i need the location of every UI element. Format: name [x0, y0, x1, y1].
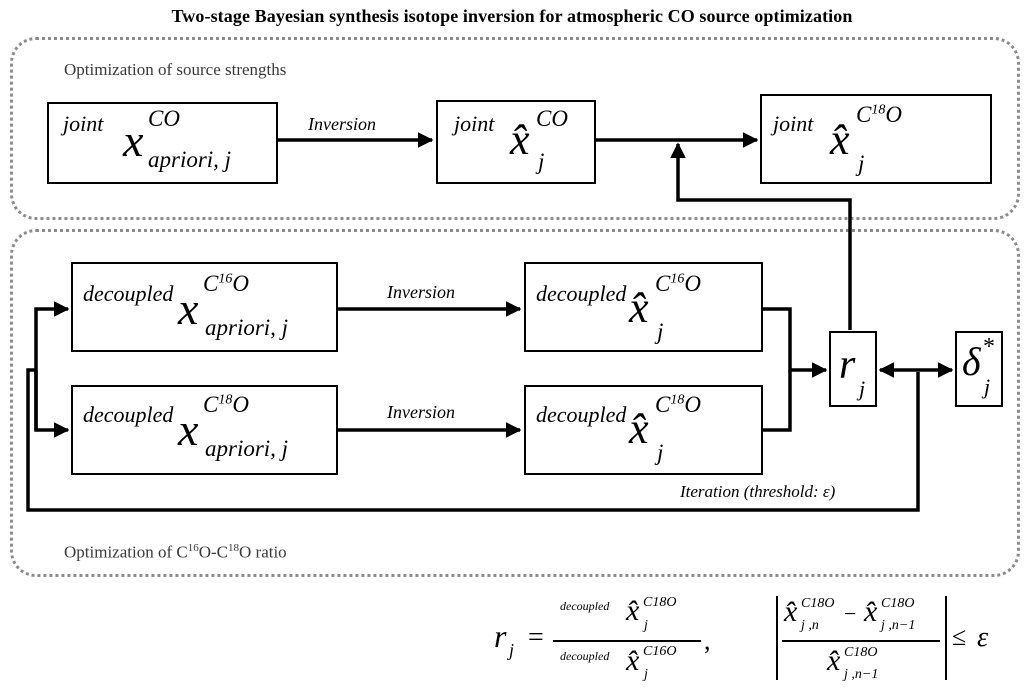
joint-post-c18o-sup: C18O: [856, 102, 902, 127]
conv-minus: −: [844, 601, 857, 626]
source-strength-panel-label: Optimization of source strengths: [64, 60, 287, 79]
formula-ratio-lhs-sub: j: [509, 640, 515, 660]
conv-epsilon: ε: [977, 622, 989, 653]
dec-prior-18-var: x: [178, 404, 199, 455]
dec-prior-18-sup: C18O: [203, 392, 249, 417]
formula-comma: ,: [704, 626, 711, 655]
inversion-label-top: Inversion: [308, 114, 376, 134]
dec-post-18-sup: C18O: [655, 392, 701, 417]
conv-fraction-bar: [782, 640, 940, 642]
decoupled-posterior-c18o-box: [524, 385, 763, 475]
joint-post-c18o-var: x̂: [830, 115, 850, 164]
joint-post-co-sub: j: [538, 149, 545, 174]
conv-var-n1: x̂: [864, 595, 878, 628]
iteration-label: Iteration (threshold: ε): [680, 482, 836, 501]
joint-posterior-co-box: [436, 100, 596, 184]
edge-loop-to-dec16: [34, 301, 70, 430]
joint-prior-sup: CO: [148, 106, 180, 131]
joint-post-c18o-sub: j: [858, 151, 865, 176]
dec-post-16-var: x̂: [629, 283, 649, 332]
formula-num-var: x̂: [626, 594, 640, 627]
ratio-box: [829, 331, 877, 407]
formula-den-var: x̂: [626, 644, 640, 677]
edge-iteration-loop: [26, 368, 920, 512]
dec-prior-16-sup: C16O: [203, 271, 249, 296]
inversion-label-c18o: Inversion: [387, 402, 455, 422]
dec-prior-16-var: x: [178, 283, 199, 334]
conv-sub-n: j ,n: [801, 618, 819, 633]
edge-dec18-to-ratio: [763, 370, 792, 432]
formula-ratio-bar: [553, 640, 701, 642]
formula-num-sub: j: [644, 618, 648, 633]
formula-den-sub: j: [644, 667, 648, 682]
dec-post-16-sub: j: [657, 319, 664, 344]
conv-var-n: x̂: [784, 595, 798, 628]
dec-post-16-prefix: decoupled: [536, 281, 627, 306]
diagram-title: Two-stage Bayesian synthesis isotope inv…: [171, 6, 853, 26]
inversion-label-c16o: Inversion: [387, 282, 455, 302]
abs-bar-right: [945, 596, 947, 680]
delta-var: δ: [962, 339, 981, 384]
ratio-sub: j: [859, 376, 866, 401]
joint-apriori-co-box: [47, 102, 278, 184]
dec-post-18-var: x̂: [629, 404, 649, 453]
joint-prior-prefix: joint: [63, 111, 104, 136]
decoupled-apriori-c16o-box: [71, 262, 338, 352]
conv-sup-n: C18O: [801, 596, 835, 611]
dec-prior-16-sub: apriori, j: [205, 315, 289, 340]
edge-dec16-to-ratio: [763, 307, 828, 378]
joint-prior-sub: apriori, j: [148, 147, 232, 172]
isotope-ratio-panel-label: Optimization of C16O-C18O ratio: [64, 542, 287, 562]
edge-ratio-to-joint: [670, 142, 852, 330]
formula-den-prefix: decoupled: [560, 649, 610, 663]
joint-prior-var: x: [123, 115, 144, 166]
joint-post-co-sup: CO: [536, 106, 568, 131]
formula-num-sup: C18O: [643, 595, 677, 610]
dec-prior-18-sub: apriori, j: [205, 436, 289, 461]
conv-sub-n1: j ,n−1: [881, 618, 916, 633]
isotope-ratio-panel: [10, 229, 1020, 577]
dec-prior-18-prefix: decoupled: [83, 402, 174, 427]
conv-sup-n1: C18O: [881, 596, 915, 611]
formula-ratio-lhs: r: [494, 618, 507, 654]
decoupled-posterior-c16o-box: [524, 262, 763, 352]
source-strength-panel: [10, 37, 1020, 220]
dec-prior-16-prefix: decoupled: [83, 281, 174, 306]
conv-den-var: x̂: [827, 644, 841, 677]
joint-post-c18o-prefix: joint: [773, 111, 814, 136]
joint-post-co-var: x̂: [510, 115, 530, 164]
delta-box: [955, 331, 1003, 407]
conv-den-sup: C18O: [844, 645, 878, 660]
ratio-var: r: [839, 342, 856, 388]
formula-den-sup: C16O: [643, 644, 677, 659]
delta-sub: j: [984, 374, 991, 399]
joint-post-co-prefix: joint: [454, 111, 495, 136]
conv-den-sub: j ,n−1: [844, 667, 879, 682]
conv-leq: ≤: [952, 622, 967, 651]
decoupled-apriori-c18o-box: [71, 385, 338, 475]
dec-post-18-prefix: decoupled: [536, 402, 627, 427]
abs-bar-left: [776, 596, 778, 680]
formula-equals: =: [528, 622, 544, 653]
dec-post-16-sup: C16O: [655, 271, 701, 296]
formula-num-prefix: decoupled: [560, 599, 610, 613]
delta-sup: *: [983, 334, 995, 360]
joint-posterior-c18o-box: [760, 94, 992, 184]
dec-post-18-sub: j: [657, 440, 664, 465]
edge-loop-to-dec18: [34, 370, 70, 438]
